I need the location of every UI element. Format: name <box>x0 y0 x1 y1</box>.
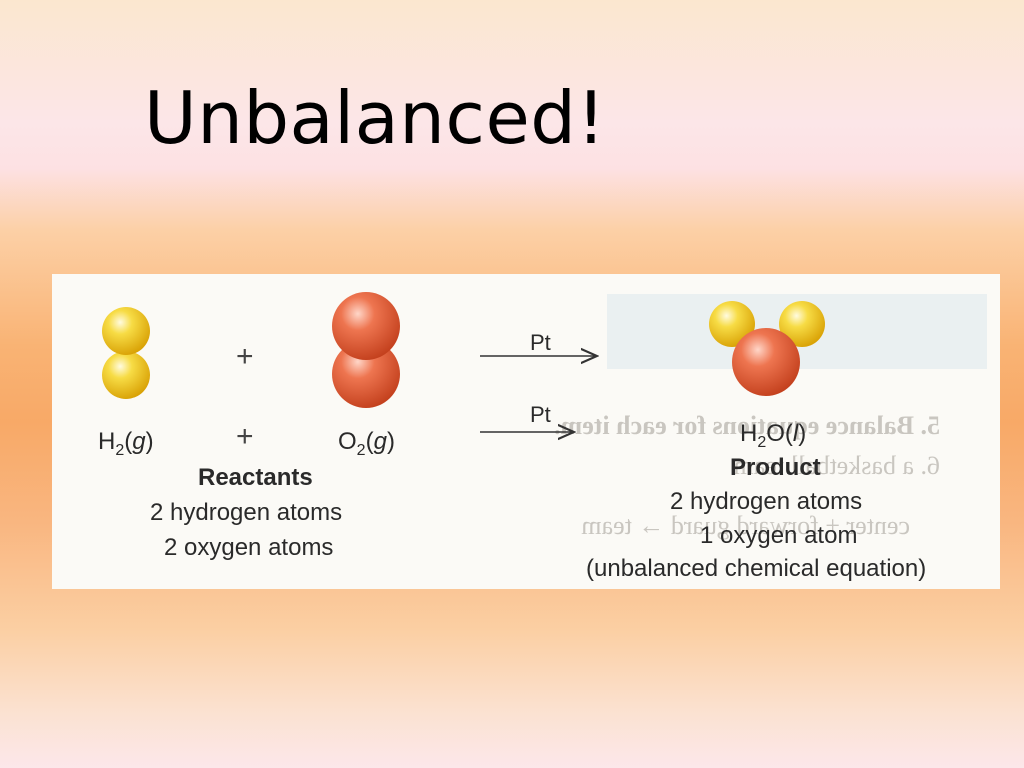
slide-title: Unbalanced! <box>144 76 606 160</box>
equation-diagram: 5. Balance equations for each item. 6. a… <box>52 274 1000 589</box>
product-line-2: 1 oxygen atom <box>700 522 858 549</box>
reactant2-formula: O2(g) <box>338 428 395 459</box>
product-formula: H2O(l) <box>740 420 807 451</box>
reactants-line-1: 2 hydrogen atoms <box>150 499 343 526</box>
product-heading: Product <box>730 454 821 481</box>
hydrogen-molecule <box>102 307 150 399</box>
hydrogen-atom <box>102 307 150 355</box>
oxygen-atom <box>732 328 800 396</box>
bleed-line-3: center + forward guard → team <box>581 511 910 540</box>
oxygen-molecule <box>332 292 400 408</box>
water-molecule <box>709 301 825 396</box>
oxygen-atom <box>332 292 400 360</box>
bleed-line-1: 5. Balance equations for each item. <box>554 411 940 440</box>
oxygen-atom <box>332 340 400 408</box>
plus-sign-top: + <box>236 340 254 373</box>
reactants-heading: Reactants <box>198 464 313 491</box>
hydrogen-atom <box>102 351 150 399</box>
reactants-line-2: 2 oxygen atoms <box>164 534 334 561</box>
bleed-line-2: 6. a basketball team <box>734 451 940 480</box>
catalyst-label-top: Pt <box>530 330 551 355</box>
reactant1-formula: H2(g) <box>98 428 154 459</box>
catalyst-label-bottom: Pt <box>530 402 551 427</box>
plus-sign-bottom: + <box>236 420 254 453</box>
product-line-1: 2 hydrogen atoms <box>670 488 863 515</box>
hydrogen-atom <box>779 301 825 347</box>
hydrogen-atom <box>709 301 755 347</box>
product-line-3: (unbalanced chemical equation) <box>586 555 927 582</box>
molecule-drawings <box>102 292 825 589</box>
